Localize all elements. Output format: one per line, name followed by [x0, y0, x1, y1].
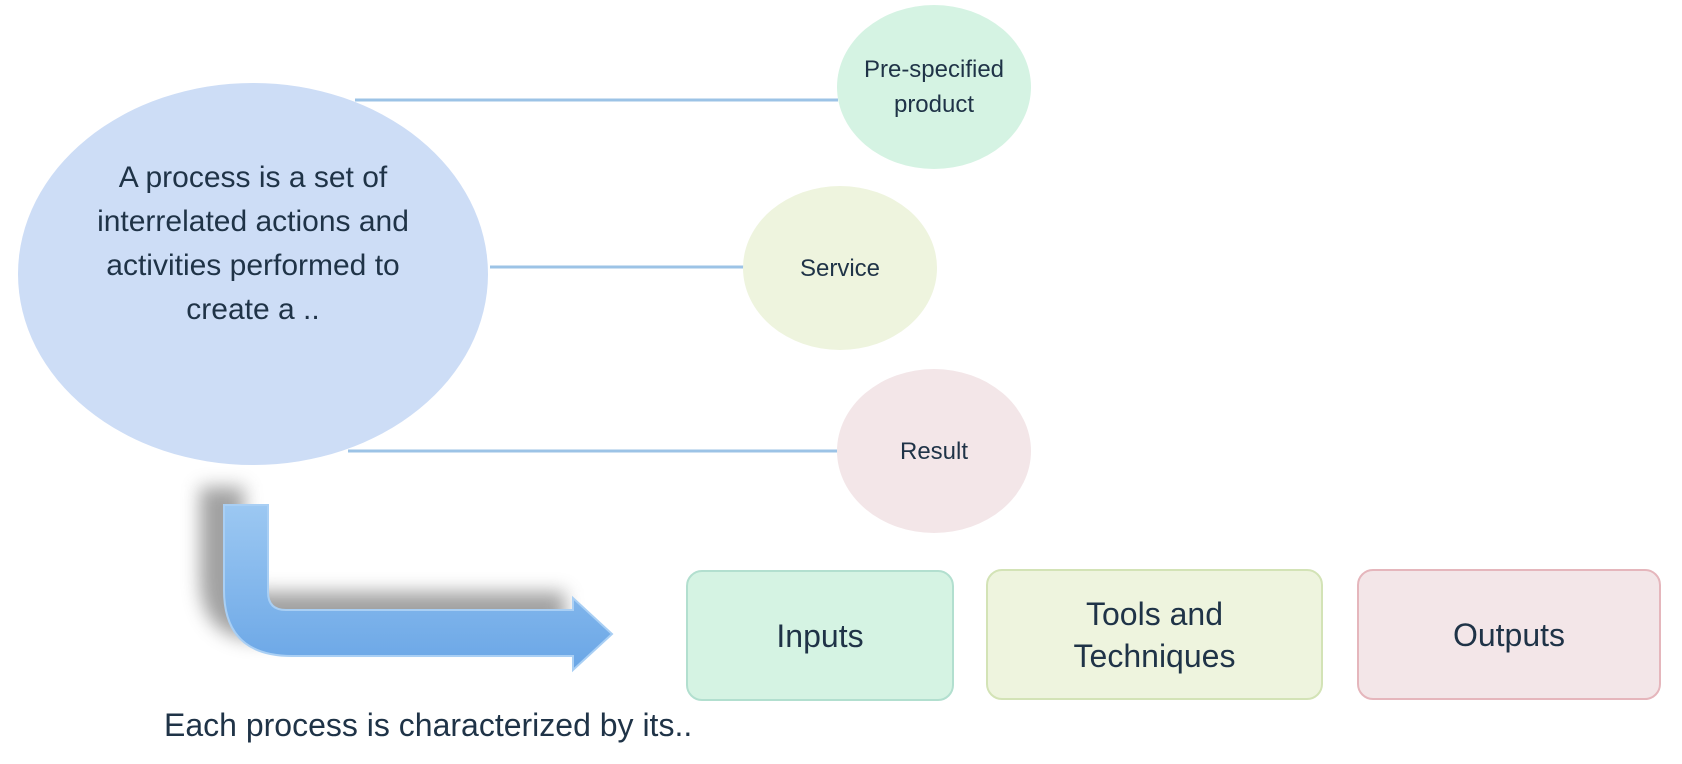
definition-line: create a ..	[186, 293, 320, 326]
outcome-label: Result	[899, 437, 969, 465]
bent-arrow	[223, 504, 614, 673]
definition-line: interrelated actions and	[97, 205, 409, 238]
box-label: Techniques	[1073, 637, 1236, 674]
process-definition-text: A process is a set of interrelated actio…	[97, 156, 409, 332]
outcome-product-ellipse: Pre-specified product	[837, 5, 1031, 169]
outcome-result-ellipse: Result	[837, 369, 1031, 533]
outcome-label: Service	[799, 254, 881, 282]
box-label: Inputs	[776, 617, 864, 654]
tools-techniques-box: Tools and Techniques	[986, 569, 1323, 700]
inputs-box: Inputs	[686, 570, 954, 701]
outcome-service-ellipse: Service	[743, 186, 937, 350]
outcome-label: product	[893, 91, 975, 118]
bent-arrow-shadow	[200, 487, 565, 640]
box-label: Tools and	[1086, 595, 1223, 632]
definition-line: A process is a set of	[118, 161, 388, 194]
definition-line: activities performed to	[106, 249, 400, 282]
process-definition-ellipse: A process is a set of interrelated actio…	[18, 83, 488, 465]
box-label: Outputs	[1452, 616, 1566, 653]
outputs-box: Outputs	[1357, 569, 1661, 700]
characterization-caption: Each process is characterized by its..	[164, 707, 693, 743]
outcome-label: Pre-specified	[863, 56, 1005, 83]
